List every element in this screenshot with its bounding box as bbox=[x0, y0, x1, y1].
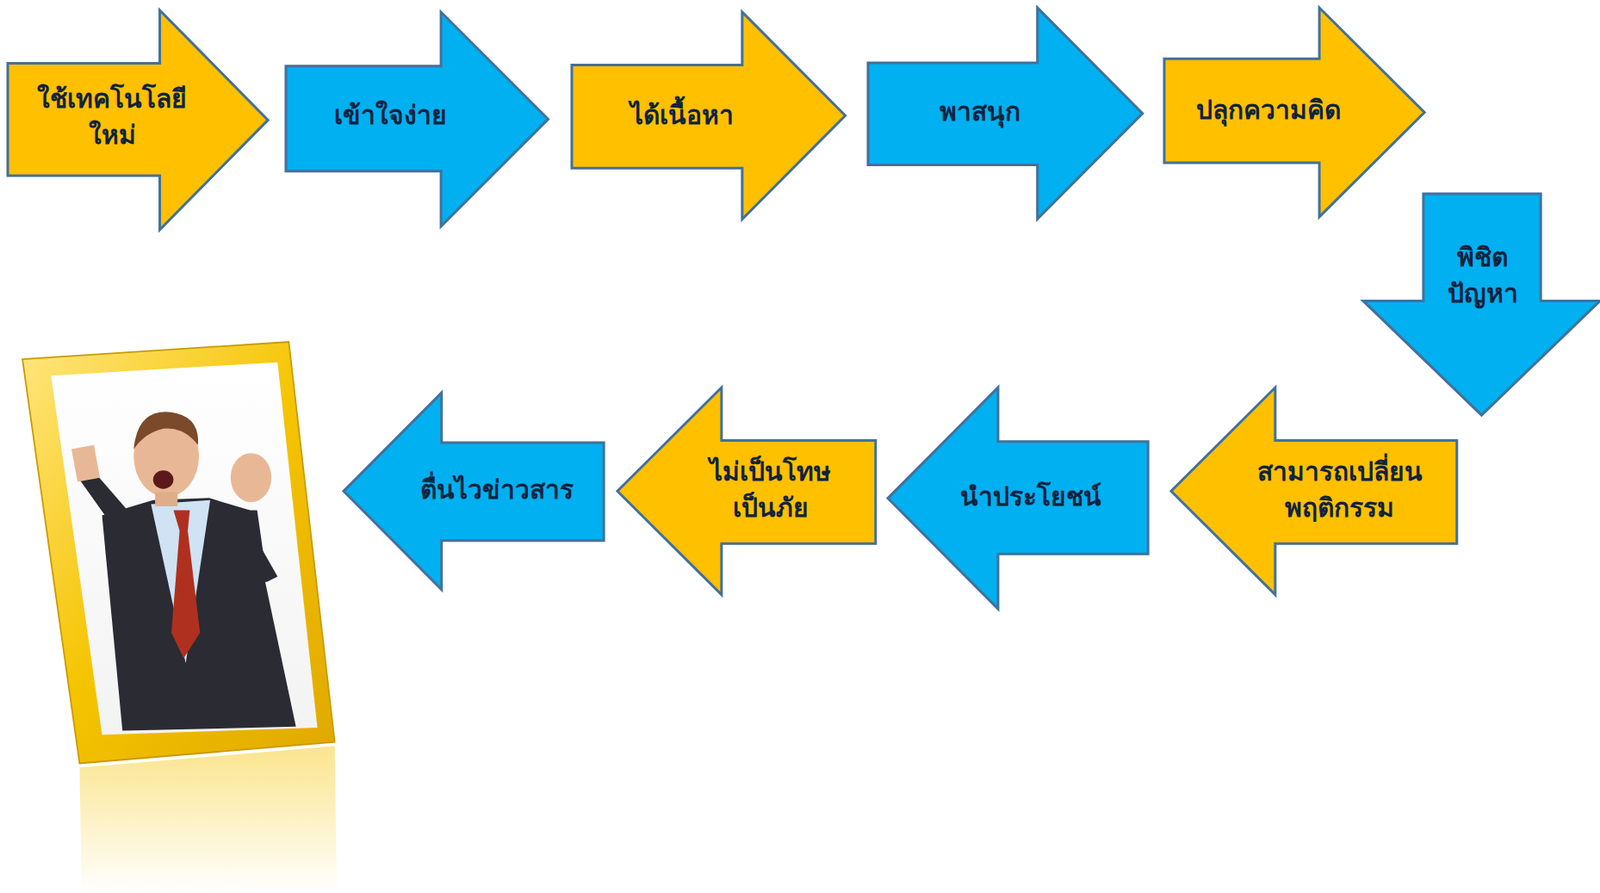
arrow-outline bbox=[887, 387, 1148, 609]
arrow-box: พาสนุก bbox=[864, 4, 1147, 223]
arrow-box: ใช้เทคโนโลยี ใหม่ bbox=[4, 6, 272, 234]
arrow-box: เข้าใจง่าย bbox=[282, 8, 552, 230]
arrow-label: ใช้เทคโนโลยี ใหม่ bbox=[25, 80, 199, 154]
arrow-outline bbox=[7, 10, 268, 230]
arrow-label: พาสนุก bbox=[868, 93, 1092, 131]
arrow-outline bbox=[1363, 193, 1600, 416]
arrow-box: นำประโยชน์ bbox=[884, 384, 1152, 613]
arrow-outline bbox=[868, 7, 1143, 219]
arrow-box: ไม่เป็นโทษ เป็นภัย bbox=[613, 384, 880, 599]
arrow-outline bbox=[617, 387, 876, 596]
arrow-box: ปลุกความคิด bbox=[1160, 4, 1428, 221]
arrow-shape bbox=[1167, 384, 1461, 599]
arrow-shape bbox=[4, 6, 272, 234]
arrow-label: ได้เนื้อหา bbox=[570, 97, 794, 134]
arrow-label: ตื่นไวข่าวสาร bbox=[384, 471, 609, 509]
arrow-label: ไม่เป็นโทษ เป็นภัย bbox=[693, 453, 849, 527]
arrow-label: นำประโยชน์ bbox=[918, 478, 1143, 515]
arrow-label: สามารถเปลี่ยน พฤติกรรม bbox=[1242, 453, 1437, 527]
arrow-box: ตื่นไวข่าวสาร bbox=[340, 389, 608, 594]
arrow-label: ปลุกความคิด bbox=[1156, 92, 1381, 129]
photo-frame bbox=[22, 341, 335, 763]
arrow-label: เข้าใจง่าย bbox=[279, 97, 503, 134]
arrow-box: พิชิต ปัญหา bbox=[1359, 190, 1600, 419]
frame-reflection bbox=[79, 745, 337, 893]
arrow-box: สามารถเปลี่ยน พฤติกรรม bbox=[1167, 384, 1461, 599]
arrow-outline bbox=[1171, 387, 1458, 596]
arrow-shape bbox=[613, 384, 880, 599]
arrow-box: ได้เนื้อหา bbox=[568, 8, 850, 224]
arrow-label: พิชิต ปัญหา bbox=[1432, 239, 1532, 312]
cheering-man bbox=[71, 411, 297, 731]
